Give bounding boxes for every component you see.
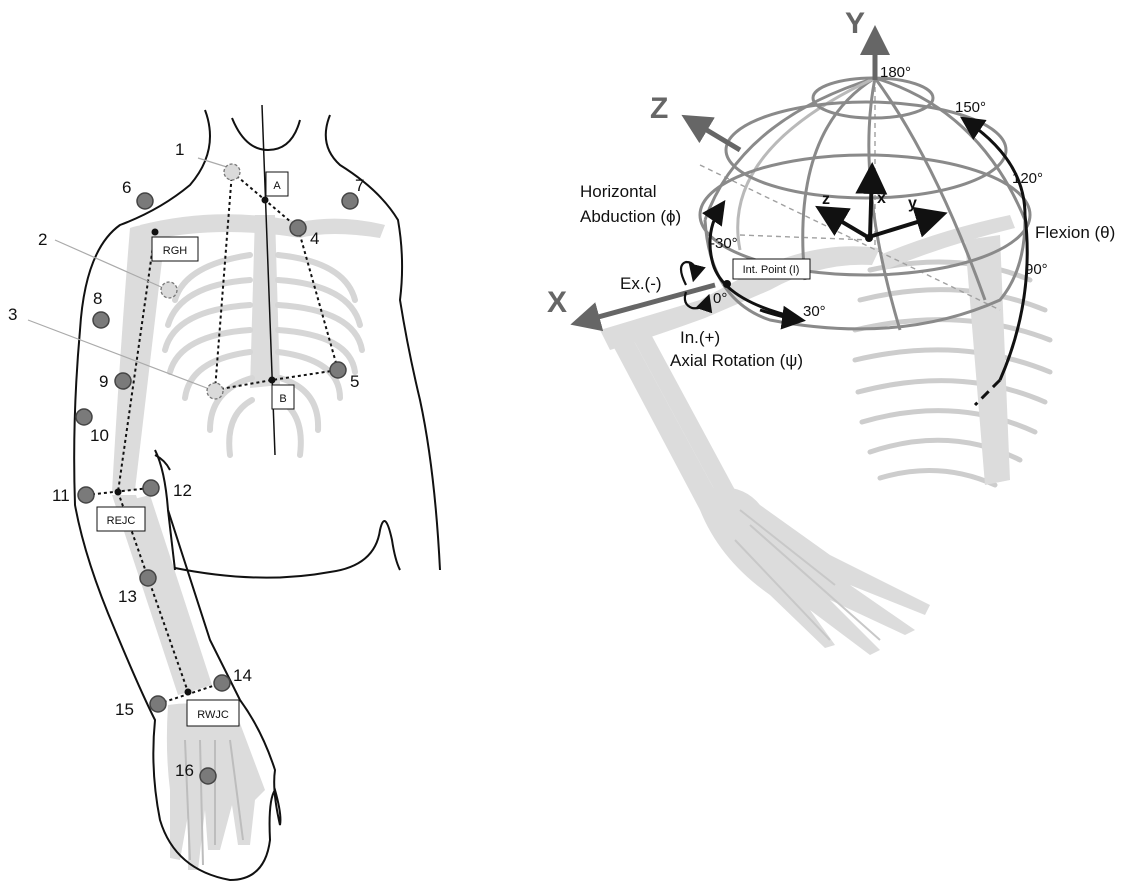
angle-0: 0° <box>713 290 727 307</box>
svg-text:A: A <box>273 180 281 192</box>
angle-120: 120° <box>1012 170 1043 187</box>
marker-label-11: 11 <box>52 486 70 505</box>
marker-8 <box>93 312 109 328</box>
global-axis-z-label: Z <box>650 92 668 125</box>
angle-150: 150° <box>955 99 986 116</box>
right-figure: Y Z X x y z Int. Point (I) <box>547 7 1115 655</box>
virtual-marker-3 <box>207 383 223 399</box>
marker-14 <box>214 675 230 691</box>
marker-6 <box>137 193 153 209</box>
marker-label-2: 2 <box>38 230 47 249</box>
marker-label-5: 5 <box>350 372 359 391</box>
marker-label-16: 16 <box>175 761 194 780</box>
marker-label-7: 7 <box>355 176 364 195</box>
int-point-label: Int. Point (I) <box>743 264 800 276</box>
internal-rotation-label: In.(+) <box>680 328 720 347</box>
svg-text:RGH: RGH <box>163 245 188 257</box>
virtual-marker-2 <box>161 282 177 298</box>
local-axis-z-label: z <box>822 191 830 208</box>
flexion-label: Flexion (θ) <box>1035 223 1115 242</box>
external-rotation-label: Ex.(-) <box>620 274 662 293</box>
svg-text:REJC: REJC <box>107 515 136 527</box>
angle-90: 90° <box>1025 261 1048 278</box>
marker-11 <box>78 487 94 503</box>
local-axis-x-label: x <box>877 190 886 207</box>
axial-rotation-label: Axial Rotation (ψ) <box>670 351 803 370</box>
label-box-rejc: REJC <box>97 507 145 531</box>
marker-10 <box>76 409 92 425</box>
label-box-b: B <box>272 385 294 409</box>
marker-9 <box>115 373 131 389</box>
marker-4 <box>290 220 306 236</box>
label-box-a: A <box>266 172 288 196</box>
left-figure: 1 2 3 4 5 6 7 8 9 10 11 12 13 14 15 16 A… <box>8 105 440 880</box>
marker-label-10: 10 <box>90 426 109 445</box>
marker-7 <box>342 193 358 209</box>
global-axis-y-label: Y <box>845 7 865 40</box>
marker-15 <box>150 696 166 712</box>
marker-label-9: 9 <box>99 372 108 391</box>
marker-label-13: 13 <box>118 587 137 606</box>
local-axis-y-label: y <box>908 195 917 212</box>
int-point-box: Int. Point (I) <box>733 259 810 279</box>
horizontal-abduction-label-line1: Horizontal <box>580 182 657 201</box>
label-box-rwjc: RWJC <box>187 700 239 726</box>
marker-12 <box>143 480 159 496</box>
angle-neg30: -30° <box>710 235 738 252</box>
horizontal-abduction-label-line2: Abduction (ϕ) <box>580 207 681 226</box>
marker-16 <box>200 768 216 784</box>
svg-text:RWJC: RWJC <box>197 709 229 721</box>
marker-label-6: 6 <box>122 178 131 197</box>
marker-label-8: 8 <box>93 289 102 308</box>
marker-label-3: 3 <box>8 305 17 324</box>
angle-30: 30° <box>803 303 826 320</box>
marker-label-14: 14 <box>233 666 252 685</box>
marker-label-15: 15 <box>115 700 134 719</box>
marker-label-4: 4 <box>310 229 319 248</box>
marker-13 <box>140 570 156 586</box>
marker-label-12: 12 <box>173 481 192 500</box>
angle-180: 180° <box>880 64 911 81</box>
label-box-rgh: RGH <box>152 237 198 261</box>
svg-text:B: B <box>279 393 286 405</box>
virtual-marker-1 <box>224 164 240 180</box>
local-axes: x y z <box>822 170 940 242</box>
marker-label-1: 1 <box>175 140 184 159</box>
marker-5 <box>330 362 346 378</box>
global-axis-x-label: X <box>547 286 567 319</box>
